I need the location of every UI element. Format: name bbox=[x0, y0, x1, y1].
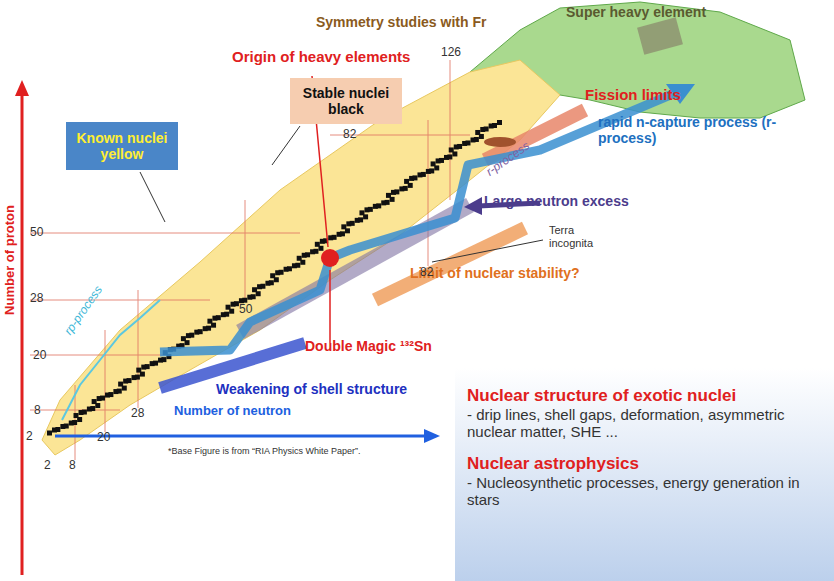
chart-label: Weakening of shell structure bbox=[216, 381, 407, 397]
panel-body: - Nucleosynthetic processes, energy gene… bbox=[467, 474, 822, 509]
chart-label: 20 bbox=[33, 349, 46, 363]
chart-label: Number of proton bbox=[3, 205, 18, 315]
legend-box: Stable nuclei black bbox=[290, 78, 402, 124]
chart-label: *Base Figure is from “RIA Physics White … bbox=[168, 446, 361, 456]
chart-label: 8 bbox=[34, 404, 41, 418]
chart-label: Symmetry studies with Fr bbox=[316, 14, 486, 30]
chart-label: 2 bbox=[44, 459, 51, 473]
chart-label: 28 bbox=[131, 407, 144, 421]
chart-label: Double Magic ¹³²Sn bbox=[305, 338, 432, 354]
chart-label: 50 bbox=[30, 226, 43, 240]
chart-label: 126 bbox=[441, 46, 461, 60]
box-label: Known nuclei yellow bbox=[72, 130, 172, 162]
panel-body: - drip lines, shell gaps, deformation, a… bbox=[467, 406, 822, 441]
legend-box: Known nuclei yellow bbox=[66, 122, 178, 170]
box-label: Stable nuclei black bbox=[296, 85, 396, 117]
chart-label: Limit of nuclear stability? bbox=[410, 265, 580, 281]
chart-label: 28 bbox=[30, 292, 43, 306]
chart-label: 50 bbox=[239, 303, 252, 317]
chart-label: Super heavy element bbox=[566, 4, 706, 20]
panel-heading: Nuclear structure of exotic nuclei bbox=[467, 386, 822, 406]
chart-label: 82 bbox=[343, 128, 356, 142]
chart-label: Large neutron excess bbox=[484, 193, 629, 209]
chart-label: rp-process bbox=[62, 284, 106, 338]
chart-label: 20 bbox=[97, 431, 110, 445]
chart-label: Terra incognita bbox=[549, 224, 609, 249]
chart-label: Origin of heavy elements bbox=[232, 48, 410, 65]
chart-label: Number of neutron bbox=[174, 404, 291, 419]
chart-label: 8 bbox=[69, 459, 76, 473]
panel-heading: Nuclear astrophysics bbox=[467, 454, 822, 474]
chart-label: 2 bbox=[26, 430, 33, 444]
info-panel: Nuclear structure of exotic nuclei- drip… bbox=[455, 368, 834, 581]
chart-label: rapid n-capture process (r-process) bbox=[598, 114, 778, 146]
info-panel-ground bbox=[455, 368, 834, 581]
chart-label: 82 bbox=[420, 266, 433, 280]
chart-label: Fission limits bbox=[585, 86, 681, 103]
